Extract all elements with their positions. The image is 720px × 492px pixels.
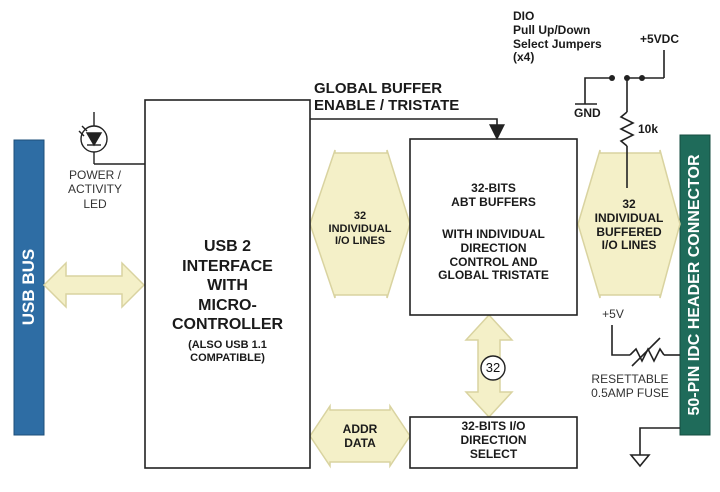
io-lines-label: 32 INDIVIDUAL I/O LINES	[328, 210, 392, 248]
pull-jumper-network	[575, 50, 665, 188]
addr-data-label: ADDR DATA	[342, 422, 378, 450]
direction-block-label: 32-BITS I/O DIRECTION SELECT	[460, 419, 527, 461]
led-label: POWER / ACTIVITY LED	[67, 168, 122, 211]
buffered-io-arrow	[577, 149, 681, 299]
jumper-pin-2	[624, 75, 630, 81]
jumper-pin-1	[609, 75, 615, 81]
led-icon	[78, 112, 145, 165]
abt-block-title: 32-BITS ABT BUFFERS	[451, 181, 536, 209]
jumper-pin-3	[639, 75, 645, 81]
global-buffer-line	[310, 118, 505, 141]
idc-connector-bar	[679, 134, 711, 436]
usb-block-title: USB 2 INTERFACE WITH MICRO- CONTROLLER	[171, 238, 284, 334]
usb-bus-bar	[13, 139, 45, 436]
pullup-resistor	[619, 111, 635, 147]
bus-width-badge: 32	[485, 360, 501, 375]
resistor-label: 10k	[638, 122, 659, 136]
abt-block-body: WITH INDIVIDUAL DIRECTION CONTROL AND GL…	[438, 227, 549, 283]
fuse-supply-label: +5V	[602, 307, 624, 321]
fuse-label: RESETTABLE 0.5AMP FUSE	[591, 372, 669, 401]
usb-interface-block	[144, 99, 311, 469]
abt-buffer-block	[409, 138, 578, 316]
jumper-label: DIO Pull Up/Down Select Jumpers (x4)	[513, 9, 602, 65]
supply-vdc-label: +5VDC	[640, 32, 680, 46]
ground-label: GND	[574, 106, 601, 120]
usb-bus-arrow	[42, 261, 146, 309]
connector-ground	[629, 427, 680, 468]
direction-select-block	[409, 416, 578, 469]
usb-bus-label: USB BUS	[19, 248, 38, 326]
usb-block-note: (ALSO USB 1.1 COMPATIBLE)	[188, 339, 267, 364]
global-buffer-label: GLOBAL BUFFER ENABLE / TRISTATE	[314, 80, 460, 115]
buffered-io-label: 32 INDIVIDUAL BUFFERED I/O LINES	[594, 197, 664, 253]
bus-width-badge-circle	[480, 355, 506, 381]
fuse-network	[611, 325, 680, 367]
